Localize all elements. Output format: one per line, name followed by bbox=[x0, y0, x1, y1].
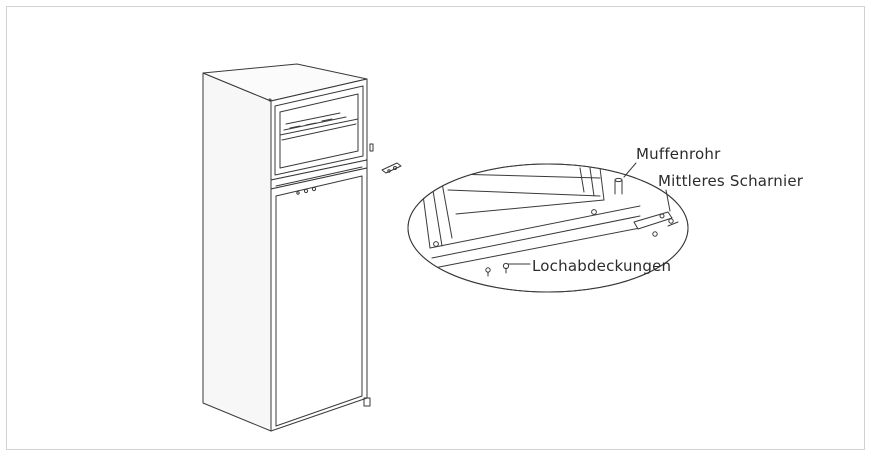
zoom-detail-ellipse bbox=[407, 162, 689, 293]
refrigerator-drawing bbox=[202, 63, 402, 432]
label-middle-hinge: Mittleres Scharnier bbox=[658, 172, 804, 190]
label-sleeve-pipe: Muffenrohr bbox=[636, 145, 721, 163]
label-hole-covers: Lochabdeckungen bbox=[532, 257, 672, 275]
